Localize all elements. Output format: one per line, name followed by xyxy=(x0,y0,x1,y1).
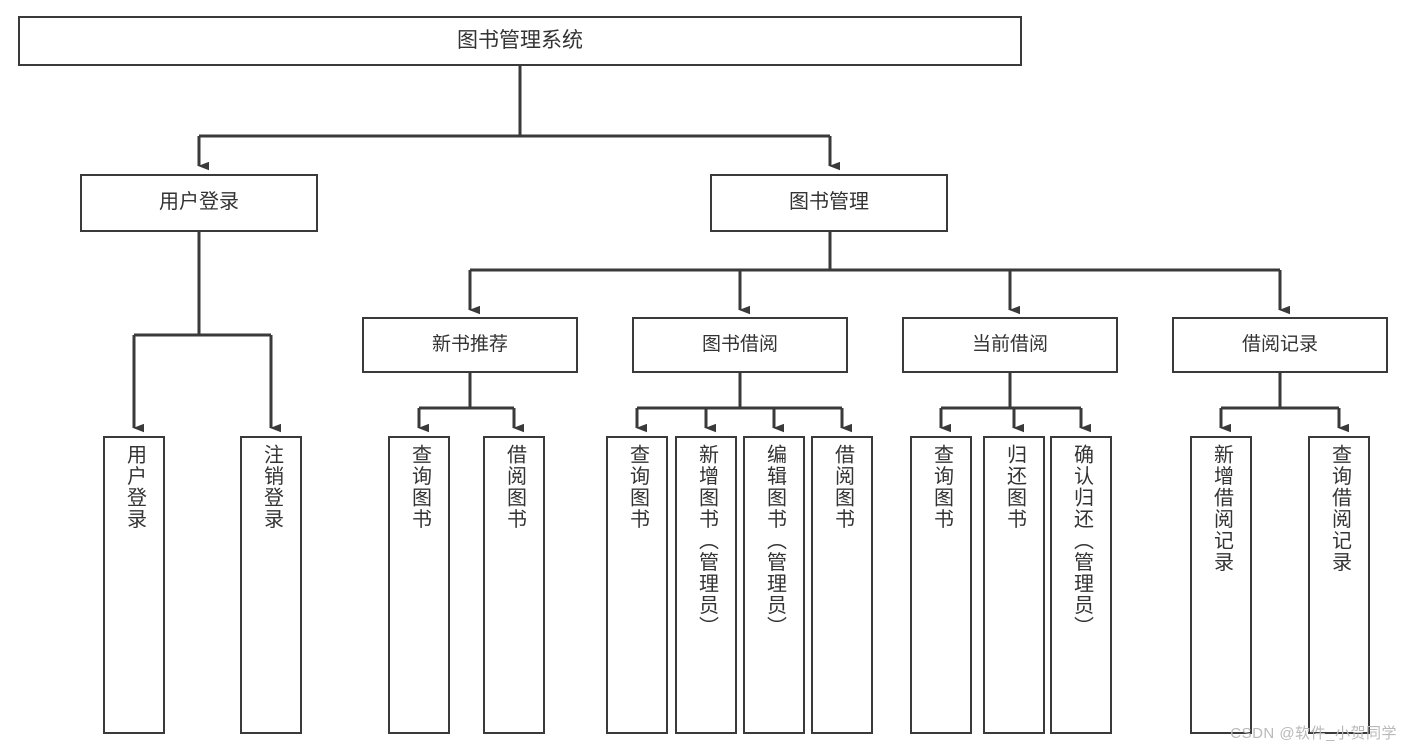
node-label: 新增图书（管理员） xyxy=(695,444,718,638)
node-leaf-add-book-admin[interactable]: 新增图书（管理员） xyxy=(675,436,737,734)
node-book-borrow[interactable]: 图书借阅 xyxy=(632,317,848,373)
node-leaf-query-book-borrow[interactable]: 查询图书 xyxy=(606,436,668,734)
node-book-management-system[interactable]: 图书管理系统 xyxy=(18,16,1022,66)
node-label: 图书管理系统 xyxy=(457,28,583,52)
node-label: 归还图书 xyxy=(1003,444,1026,530)
node-leaf-query-book-current[interactable]: 查询图书 xyxy=(910,436,972,734)
node-leaf-return-book[interactable]: 归还图书 xyxy=(983,436,1045,734)
node-label: 当前借阅 xyxy=(971,333,1048,355)
node-leaf-confirm-return-admin[interactable]: 确认归还（管理员） xyxy=(1050,436,1112,734)
node-leaf-borrow-book-newbook[interactable]: 借阅图书 xyxy=(483,436,545,734)
node-label: 新增借阅记录 xyxy=(1210,444,1233,573)
node-book-manage[interactable]: 图书管理 xyxy=(710,174,948,232)
node-label: 用户登录 xyxy=(159,191,239,214)
node-label: 编辑图书（管理员） xyxy=(763,444,786,638)
node-label: 借阅图书 xyxy=(503,444,526,530)
node-label: 用户登录 xyxy=(123,444,146,530)
node-label: 注销登录 xyxy=(260,444,283,530)
node-leaf-borrow-book[interactable]: 借阅图书 xyxy=(811,436,873,734)
node-label: 新书推荐 xyxy=(431,333,508,355)
node-label: 查询图书 xyxy=(626,444,649,530)
node-borrow-record[interactable]: 借阅记录 xyxy=(1172,317,1388,373)
node-label: 图书管理 xyxy=(789,191,869,214)
node-leaf-add-borrow-record[interactable]: 新增借阅记录 xyxy=(1190,436,1252,734)
node-leaf-user-login[interactable]: 用户登录 xyxy=(103,436,165,734)
node-label: 确认归还（管理员） xyxy=(1070,444,1093,638)
node-leaf-logout[interactable]: 注销登录 xyxy=(240,436,302,734)
node-leaf-query-borrow-record[interactable]: 查询借阅记录 xyxy=(1308,436,1370,734)
node-current-borrow[interactable]: 当前借阅 xyxy=(902,317,1118,373)
node-leaf-query-book-newbook[interactable]: 查询图书 xyxy=(388,436,450,734)
node-leaf-edit-book-admin[interactable]: 编辑图书（管理员） xyxy=(743,436,805,734)
node-label: 图书借阅 xyxy=(701,333,778,355)
node-label: 查询借阅记录 xyxy=(1328,444,1351,573)
node-label: 借阅图书 xyxy=(831,444,854,530)
node-label: 查询图书 xyxy=(408,444,431,530)
node-new-book-recommendation[interactable]: 新书推荐 xyxy=(362,317,578,373)
node-label: 查询图书 xyxy=(930,444,953,530)
node-label: 借阅记录 xyxy=(1241,333,1318,355)
watermark: CSDN @软件_小贺同学 xyxy=(1230,725,1397,742)
node-user-login[interactable]: 用户登录 xyxy=(80,174,318,232)
